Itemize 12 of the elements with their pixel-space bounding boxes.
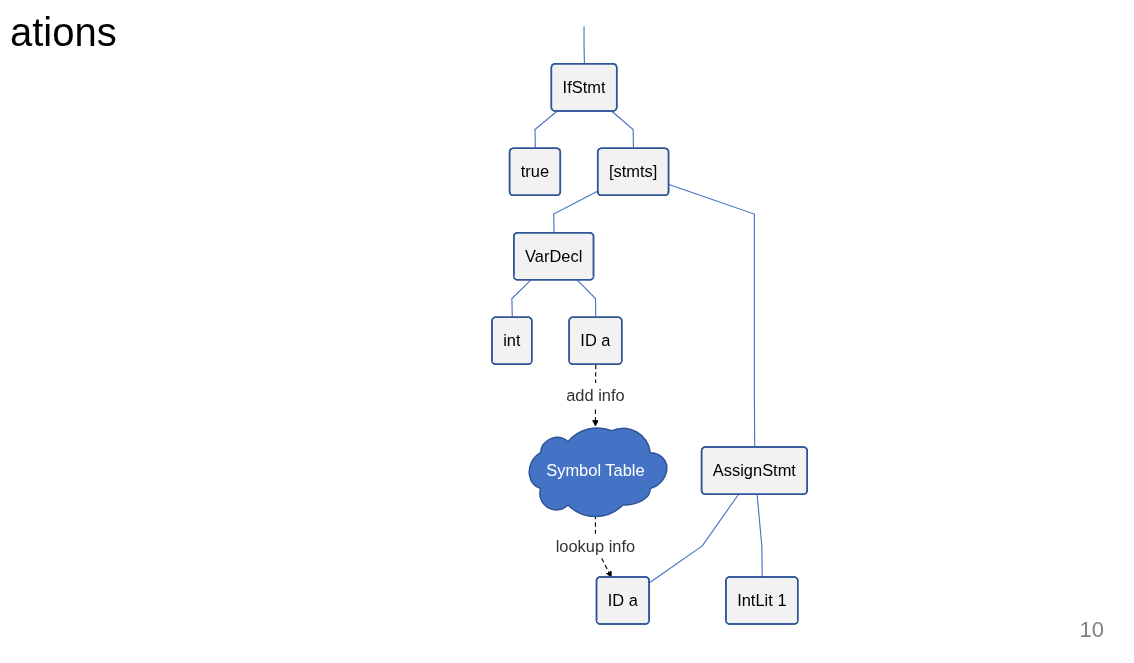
connector <box>756 493 764 578</box>
connector <box>668 183 756 448</box>
page-number: 10 <box>1079 617 1104 643</box>
connector <box>583 25 586 65</box>
connector <box>611 110 635 150</box>
connector <box>534 110 558 150</box>
connector <box>511 279 532 319</box>
connector <box>649 493 740 584</box>
edge-label: add info <box>566 385 626 405</box>
slide-title: ations <box>10 10 117 55</box>
edge-label: lookup info <box>556 536 636 556</box>
connector <box>577 279 597 319</box>
